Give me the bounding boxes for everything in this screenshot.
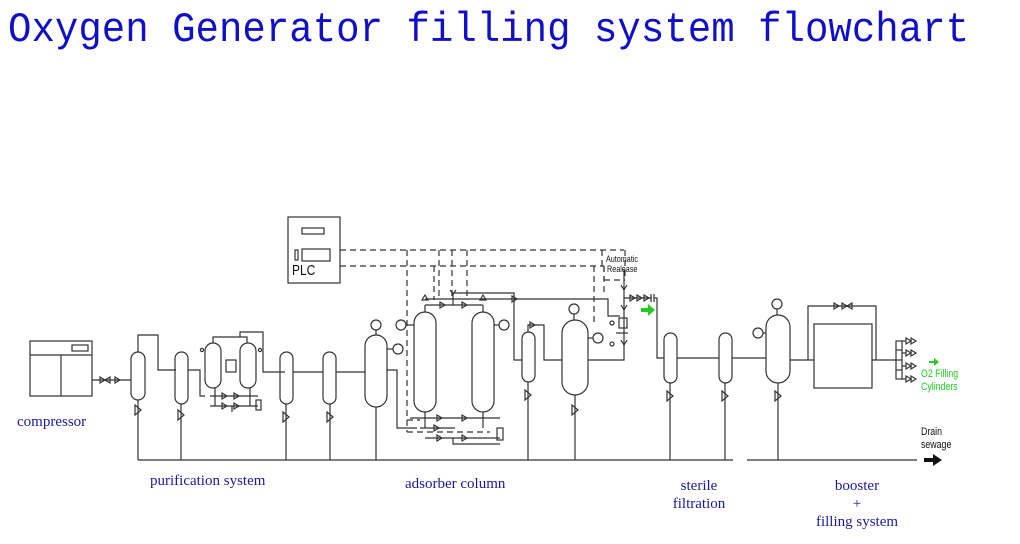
filter-vessel [279, 351, 294, 405]
pressure-gauge-icon [395, 319, 407, 331]
valve-icon [99, 375, 122, 385]
stage-label-booster-line1: booster [834, 478, 880, 494]
adsorber-columns [395, 289, 530, 445]
o2-filling-label-line2: Cylinders [921, 381, 958, 393]
plc-label: PLC [292, 262, 316, 279]
compressor-unit [29, 340, 93, 397]
oxygen-flow-arrow-icon [641, 304, 939, 366]
stage-label-purification: purification system [150, 473, 266, 489]
stage-label-sterile-line1: sterile [680, 478, 718, 494]
booster-buffer-tank [765, 314, 791, 384]
stage-label-booster-line3: filling system [815, 514, 899, 530]
stage-label-booster-filling: booster + filling system [796, 477, 918, 531]
oxygen-filter [521, 331, 536, 383]
sterile-filter [663, 332, 678, 384]
pressure-gauge-icon [752, 327, 764, 339]
filter-vessel [322, 351, 337, 405]
air-tank [364, 334, 388, 408]
stage-label-compressor: compressor [17, 414, 87, 430]
pressure-gauge-icon [392, 343, 404, 355]
filter-vessel [174, 351, 189, 405]
sterile-filter [718, 332, 733, 384]
stage-label-adsorber: adsorber column [405, 476, 506, 492]
filter-vessel [130, 351, 146, 401]
automatic-release-label-line2: Realease [607, 264, 638, 274]
filling-valves [902, 336, 918, 384]
dryer-unit [188, 331, 285, 412]
oxygen-tank [561, 319, 589, 396]
pressure-gauge-icon [370, 319, 382, 331]
drain-label-line2: sewage [921, 439, 952, 451]
stage-label-booster-line2: + [852, 496, 862, 512]
pressure-gauge-icon [568, 303, 580, 315]
plc-panel [287, 216, 341, 284]
stage-label-sterile-filtration: sterile filtration [656, 477, 742, 513]
pressure-gauge-icon [592, 332, 604, 344]
booster-unit [813, 323, 873, 389]
page-title: Oxygen Generator filling system flowchar… [8, 6, 970, 54]
drain-label-line1: Drain [921, 426, 943, 438]
pressure-gauge-icon [498, 319, 510, 331]
automatic-release-label-line1: Automatic [606, 254, 639, 264]
stage-label-sterile-line2: filtration [672, 496, 726, 512]
control-signal-lines [340, 249, 626, 433]
pressure-gauge-icon [771, 298, 783, 310]
drain-arrow-icon [924, 454, 942, 466]
o2-filling-label-line1: O2 Filling [921, 368, 959, 380]
